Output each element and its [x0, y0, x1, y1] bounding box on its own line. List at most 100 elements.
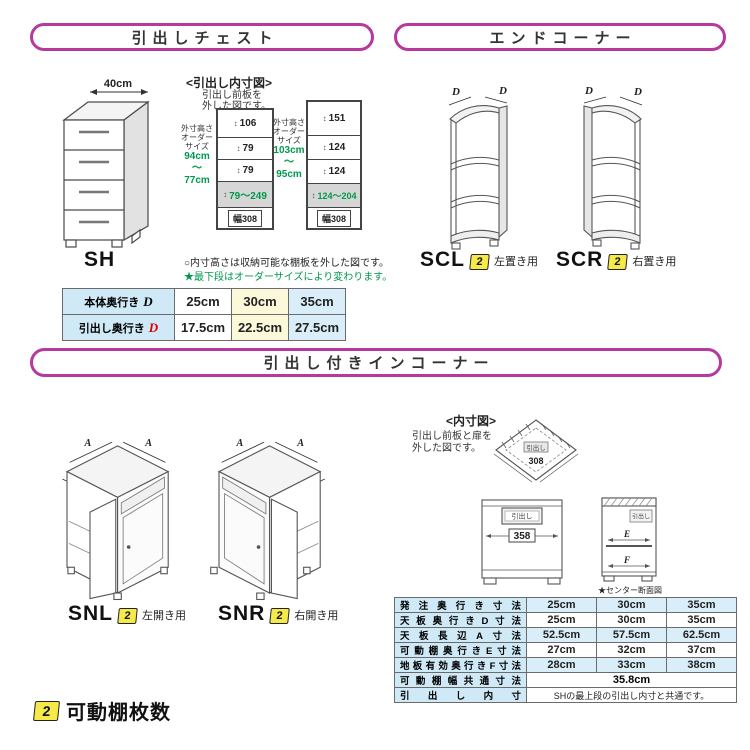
scl-illustration: D D: [448, 85, 508, 250]
chest-depth-table: 本体奥行き D 25cm 30cm 35cm 引出し奥行き D 17.5cm 2…: [62, 288, 346, 341]
section-view-outline: [601, 497, 657, 582]
cell-value: 22.5cm: [231, 314, 289, 341]
top-view-width: 308: [528, 456, 543, 466]
dim-width-row: 幅308: [218, 208, 272, 228]
v-arrow-icon: ↕: [322, 114, 327, 123]
cell-value: 57.5cm: [596, 627, 667, 643]
cell-value: 30cm: [596, 612, 667, 628]
inner-dim-note-1: 引出し前板を: [202, 90, 262, 101]
scl-body: [449, 105, 508, 250]
cell-value: 33cm: [596, 657, 667, 673]
dim-letter-d-red: D: [148, 319, 159, 335]
snr-dim-a-left: A: [235, 438, 243, 449]
cell-value: 37cm: [666, 642, 737, 658]
cell-35cm: 35cm: [288, 288, 346, 315]
snr-model-row: SNR 2 右開き用: [218, 602, 338, 626]
shelf-count-badge: 2: [32, 700, 61, 721]
scr-body: [583, 105, 642, 250]
cell-value: 62.5cm: [666, 627, 737, 643]
section-header-in-corner-label: 引出し付きインコーナー: [263, 355, 495, 372]
shelf-count-legend: 2 可動棚枚数: [32, 696, 171, 725]
sidelabel-text: サイズ: [185, 142, 209, 151]
front-view-outline: [481, 499, 563, 585]
row-label-cell: 天板長辺A寸法: [394, 627, 527, 643]
naisun-note-1: 引出し前板と扉を: [412, 431, 492, 442]
dim-value: 79: [242, 165, 254, 176]
sidelabel-range: 95cm: [276, 169, 302, 180]
dim-value: 106: [239, 118, 257, 129]
chest-illustration: 40cm: [62, 78, 150, 248]
dim-value: 124: [328, 166, 346, 177]
in-corner-dim-table: 発注奥行き寸法 25cm 30cm 35cm 天板奥行きD寸法 25cm 30c…: [394, 597, 737, 703]
inner-dim-diagram-right: ↕ 151 ↕ 124 ↕ 124 ↕ 124〜204 幅308: [306, 100, 362, 230]
dim-value-order: 124〜204: [317, 191, 357, 201]
cell-value: 35cm: [666, 612, 737, 628]
sidelabel-range: 〜: [284, 157, 294, 168]
section-view-f: F: [623, 555, 630, 565]
dim-width-box: 幅308: [316, 209, 352, 227]
v-arrow-icon: ↕: [233, 119, 238, 128]
row-label: 本体奥行き: [84, 296, 140, 309]
model-scl: SCL: [420, 248, 465, 271]
naisun-title: <内寸図>: [446, 414, 497, 428]
table-row: 可動棚奥行きE寸法 27cm 32cm 37cm: [394, 642, 737, 658]
cell-value: 25cm: [526, 597, 597, 613]
cell-value: 35cm: [666, 597, 737, 613]
model-snr: SNR: [218, 602, 266, 625]
dim-cell: ↕ 124: [308, 160, 360, 184]
row-label-cell: 引出し内寸: [394, 687, 527, 703]
dim-letter-d: D: [143, 293, 153, 309]
dim-value: 151: [328, 113, 346, 124]
section-header-chest-label: 引出しチェスト: [131, 29, 279, 47]
sidelabel-range: 103cm: [273, 145, 305, 156]
v-arrow-icon: ↕: [322, 167, 327, 176]
snr-dim-a-right: A: [296, 438, 304, 449]
section-header-end-corner: エンドコーナー: [394, 23, 726, 51]
section-view-caption: ★センター断面図: [598, 586, 662, 595]
dim-value: 79: [242, 143, 254, 154]
v-arrow-icon: ↕: [236, 144, 241, 153]
dim-cell: ↕ 151: [308, 102, 360, 136]
scl-dim-d-right: D: [498, 85, 507, 97]
table-row: 発注奥行き寸法 25cm 30cm 35cm: [394, 597, 737, 613]
usage-label: 右置き用: [632, 256, 677, 268]
sidelabel-text: 外寸高さ: [273, 118, 305, 127]
snl-dim-a-left: A: [83, 438, 91, 449]
section-view-e: E: [623, 529, 630, 539]
model-sh: SH: [84, 248, 116, 271]
front-view-drawer-label: 引出し: [512, 512, 533, 521]
cell-value: 27cm: [526, 642, 597, 658]
front-view-diagram: 引出し 358: [481, 499, 563, 585]
table-row: 天板奥行きD寸法 25cm 30cm 35cm: [394, 612, 737, 628]
chest-width-arrow: [90, 89, 148, 95]
sidelabel-range: 77cm: [184, 175, 210, 186]
legend-label: 可動棚枚数: [66, 702, 171, 724]
cell-30cm: 30cm: [231, 288, 289, 315]
sidelabel-range: 〜: [192, 163, 202, 174]
section-view-diagram: 引出し E F: [601, 497, 657, 582]
inner-dim-note-2: 外した図です。: [202, 101, 271, 112]
v-arrow-icon: ↕: [311, 191, 316, 200]
dim-cell: ↕ 124: [308, 136, 360, 160]
scr-illustration: D D: [583, 85, 643, 250]
snl-illustration: A A D: [62, 438, 170, 601]
v-arrow-icon: ↕: [322, 143, 327, 152]
scr-model-row: SCR 2 右置き用: [556, 248, 676, 272]
cell-value: 30cm: [596, 597, 667, 613]
dim-cell: ↕ 79: [218, 160, 272, 182]
table-row: 引出し内寸 SHの最上段の引出し内寸と共通です。: [394, 687, 737, 703]
usage-label: 左置き用: [494, 256, 538, 268]
row-label-cell: 天板奥行きD寸法: [394, 612, 527, 628]
inner-dim-title: <引出し内寸図>: [186, 76, 273, 90]
row-label: 引出し奥行き: [78, 322, 145, 335]
cell-span-text: SHの最上段の引出し内寸と共通です。: [526, 687, 737, 703]
cell-value: 27.5cm: [288, 314, 346, 341]
row-label-cell: 発注奥行き寸法: [394, 597, 527, 613]
usage-label: 右開き用: [294, 610, 339, 622]
sidelabel-text: サイズ: [277, 136, 301, 145]
table-row: 地板有効奥行きF寸法 28cm 33cm 38cm: [394, 657, 737, 673]
model-scr: SCR: [556, 248, 604, 271]
chest-note-1: ○内寸高さは収納可能な棚板を外した図です。: [184, 258, 390, 269]
dim-cell: ↕ 106: [218, 110, 272, 138]
